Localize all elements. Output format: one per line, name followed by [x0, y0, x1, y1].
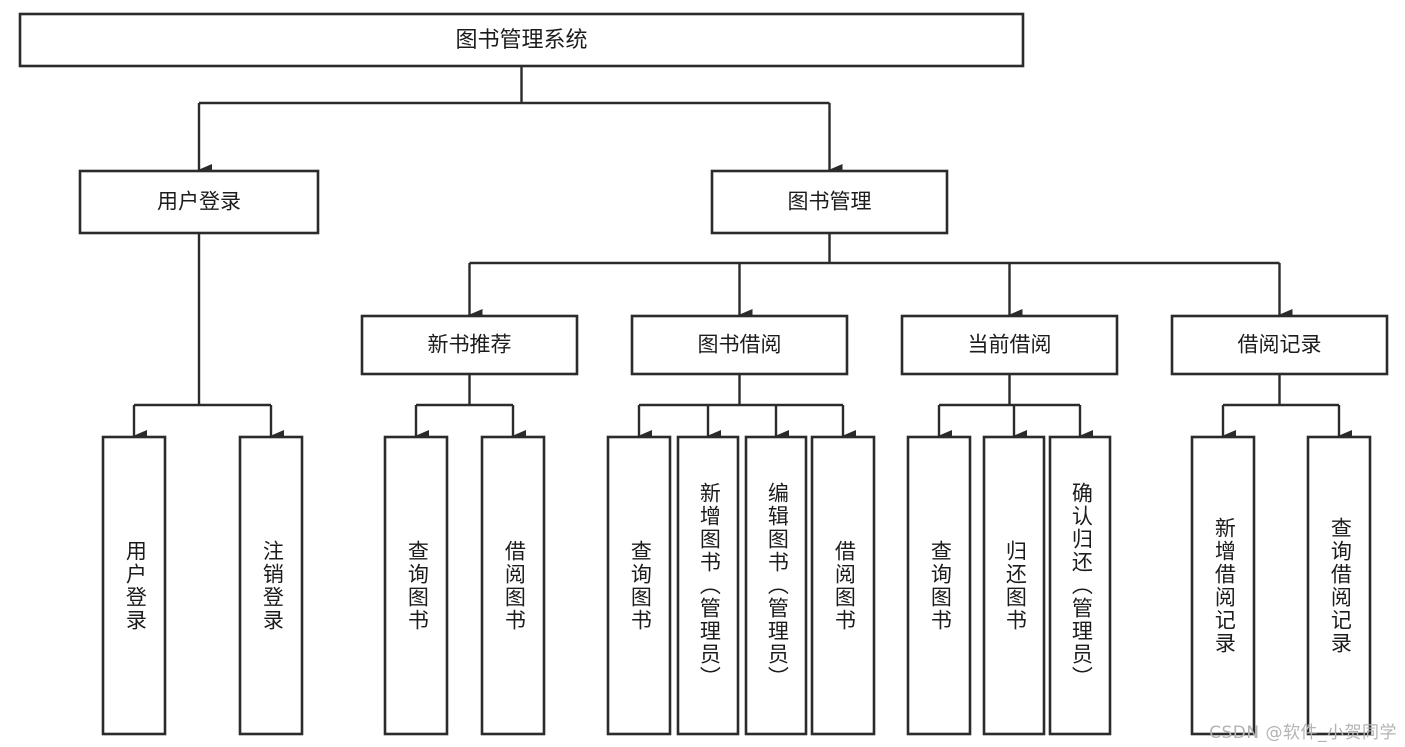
- node-box-leaf-borrow-book-2[interactable]: [810, 435, 876, 736]
- connector-layer: [132, 66, 1352, 442]
- connector-trunk-current-borrow: [939, 374, 1080, 407]
- node-box-user-login[interactable]: [78, 169, 320, 235]
- connector-trunk-new-book-recommend: [416, 374, 513, 407]
- watermark: CSDN @软件_小贺同学: [1209, 723, 1397, 743]
- node-box-current-borrow[interactable]: [900, 314, 1119, 376]
- node-box-leaf-query-book-2[interactable]: [606, 435, 672, 736]
- node-box-leaf-edit-book-admin[interactable]: [744, 435, 808, 736]
- node-label-book-borrow: 图书借阅: [698, 334, 782, 357]
- connector-trunk-borrow-record: [1223, 374, 1339, 407]
- node-box-leaf-query-book-3[interactable]: [906, 435, 972, 736]
- node-box-root[interactable]: [18, 12, 1025, 68]
- connector-trunk-root: [199, 66, 830, 105]
- node-box-leaf-query-borrow-record[interactable]: [1306, 435, 1372, 736]
- node-box-leaf-user-login[interactable]: [101, 435, 167, 736]
- node-box-borrow-record[interactable]: [1170, 314, 1389, 376]
- box-layer: [18, 12, 1389, 736]
- node-label-book-manage: 图书管理: [788, 191, 872, 214]
- node-label-new-book-recommend: 新书推荐: [428, 334, 512, 357]
- node-label-current-borrow: 当前借阅: [968, 334, 1052, 357]
- node-box-book-manage[interactable]: [710, 169, 949, 235]
- node-box-leaf-query-book-1[interactable]: [383, 435, 449, 736]
- node-box-new-book-recommend[interactable]: [360, 314, 579, 376]
- node-label-user-login: 用户登录: [157, 191, 241, 214]
- node-box-leaf-add-borrow-record[interactable]: [1190, 435, 1256, 736]
- node-label-borrow-record: 借阅记录: [1238, 334, 1322, 357]
- node-box-book-borrow[interactable]: [630, 314, 849, 376]
- node-box-leaf-logout[interactable]: [238, 435, 304, 736]
- node-box-leaf-return-book[interactable]: [982, 435, 1046, 736]
- connector-trunk-user-login: [134, 233, 271, 407]
- node-box-leaf-borrow-book-1[interactable]: [480, 435, 546, 736]
- node-box-leaf-confirm-return-admin[interactable]: [1048, 435, 1112, 736]
- node-label-root: 图书管理系统: [455, 27, 587, 52]
- connector-trunk-book-manage: [469, 233, 1280, 265]
- node-box-leaf-add-book-admin[interactable]: [676, 435, 740, 736]
- connector-trunk-book-borrow: [639, 374, 843, 407]
